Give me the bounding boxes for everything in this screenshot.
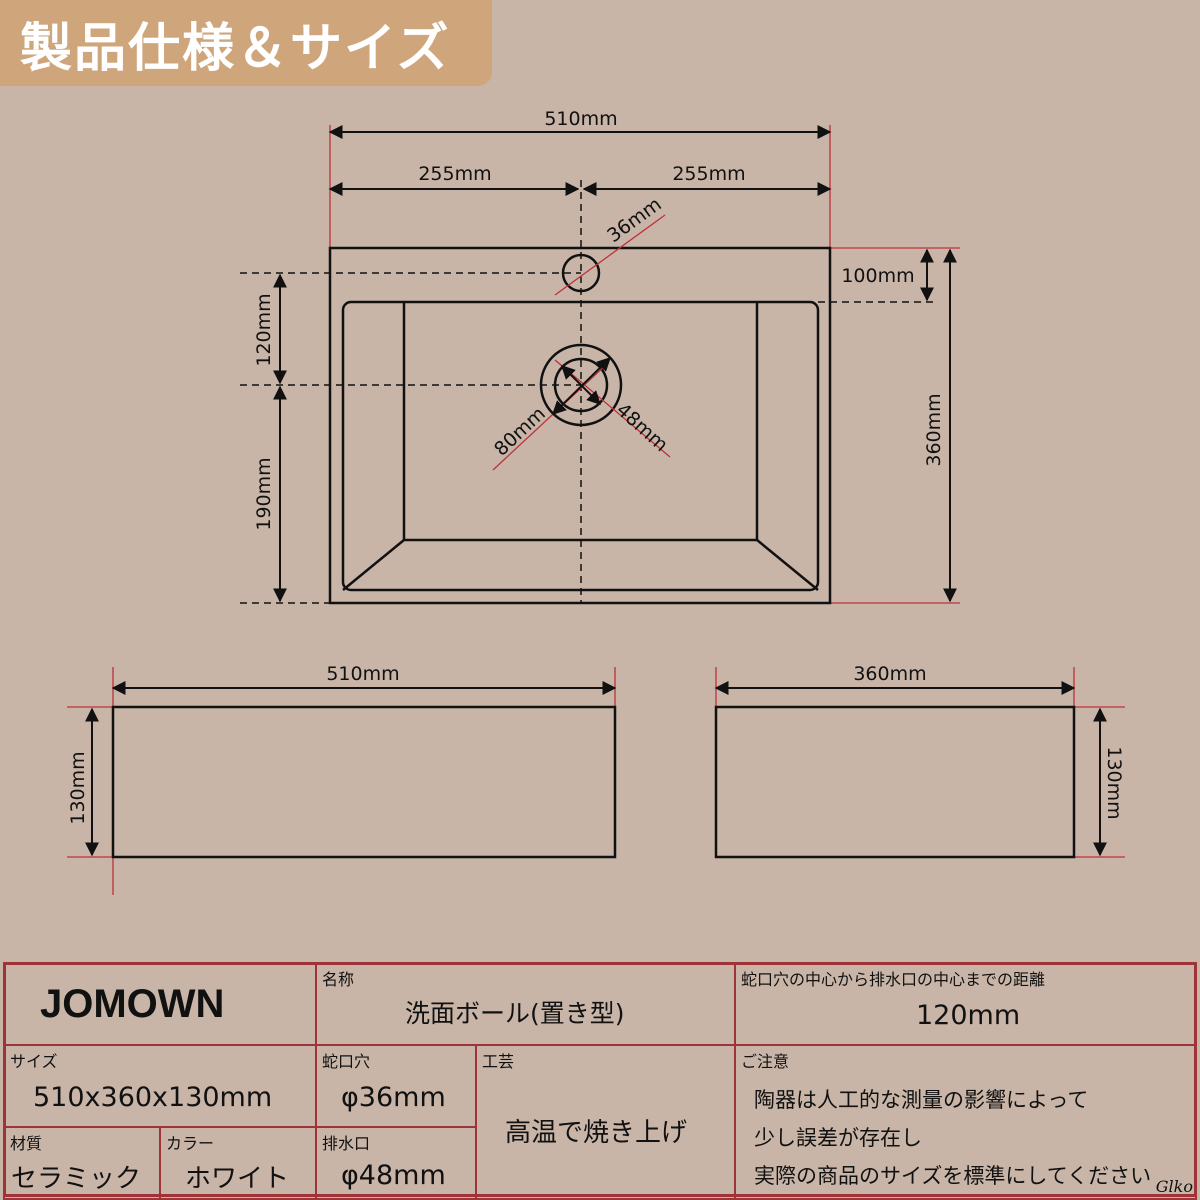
notice-cell: ご注意 陶器は人工的な測量の影響によって 少し誤差が存在し 実際の商品のサイズを… xyxy=(734,1044,1197,1200)
craft-cell: 工芸 高温で焼き上げ xyxy=(475,1044,736,1200)
color-label: カラー xyxy=(166,1134,215,1153)
distance-value: 120mm xyxy=(916,1000,1021,1031)
dim-drain-inner: 48mm xyxy=(612,399,672,456)
dim-depth: 360mm xyxy=(923,393,945,466)
signature: Glko xyxy=(1155,1177,1193,1196)
dim-faucet-hole: 36mm xyxy=(603,193,665,247)
dim-drain-outer: 80mm xyxy=(490,403,550,461)
dim-front-width: 510mm xyxy=(326,663,399,685)
dim-front-height: 130mm xyxy=(67,751,89,824)
notice-label: ご注意 xyxy=(741,1052,790,1071)
side-view: 360mm 130mm xyxy=(714,663,1125,859)
distance-cell: 蛇口穴の中心から排水口の中心までの距離 120mm xyxy=(734,962,1197,1046)
dim-side-width: 360mm xyxy=(853,663,926,685)
title-banner: 製品仕様＆サイズ xyxy=(0,0,492,86)
basin-outline xyxy=(328,246,832,605)
faucet-label: 蛇口穴 xyxy=(322,1052,371,1071)
dim-half-right: 255mm xyxy=(672,163,745,185)
faucet-hole xyxy=(561,253,601,293)
dim-half-left: 255mm xyxy=(418,163,491,185)
name-label: 名称 xyxy=(322,970,355,989)
faucet-value: φ36mm xyxy=(341,1082,446,1113)
dimension-drawing: 510mm 255mm 255mm 100mm 36mm 80mm 48mm 3… xyxy=(67,108,1125,895)
craft-label: 工芸 xyxy=(482,1052,515,1071)
dim-top-width: 510mm xyxy=(544,108,617,130)
drain-outer xyxy=(539,343,623,427)
size-cell: サイズ 510x360x130mm xyxy=(3,1044,317,1128)
brand-cell: JOMOWN xyxy=(3,962,317,1046)
material-label: 材質 xyxy=(10,1134,43,1153)
notice-line: 少し誤差が存在し xyxy=(754,1126,922,1150)
spec-table: JOMOWN 名称 洗面ボール(置き型) 蛇口穴の中心から排水口の中心までの距離… xyxy=(3,962,1197,1200)
dim-center-distance: 120mm xyxy=(253,293,275,366)
drain-label: 排水口 xyxy=(322,1134,371,1153)
material-value: セラミック xyxy=(11,1164,142,1194)
color-value: ホワイト xyxy=(185,1164,290,1194)
distance-label: 蛇口穴の中心から排水口の中心までの距離 xyxy=(741,970,1046,989)
brand: JOMOWN xyxy=(40,982,225,1026)
craft-value: 高温で焼き上げ xyxy=(505,1118,688,1148)
drain-value: φ48mm xyxy=(341,1160,446,1191)
name-cell: 名称 洗面ボール(置き型) xyxy=(315,962,736,1046)
notice-line: 実際の商品のサイズを標準にしてください xyxy=(754,1164,1152,1188)
dim-faucet-offset: 100mm xyxy=(841,265,914,287)
top-view: 510mm 255mm 255mm 100mm 36mm 80mm 48mm 3… xyxy=(240,108,960,605)
dim-drain-front: 190mm xyxy=(253,457,275,530)
size-value: 510x360x130mm xyxy=(33,1082,273,1113)
name-value: 洗面ボール(置き型) xyxy=(405,999,625,1028)
material-cell: 材質 セラミック xyxy=(3,1126,161,1200)
size-label: サイズ xyxy=(10,1052,58,1071)
faucet-cell: 蛇口穴 φ36mm xyxy=(315,1044,477,1128)
color-cell: カラー ホワイト xyxy=(159,1126,317,1200)
page-title: 製品仕様＆サイズ xyxy=(20,19,451,79)
front-view: 510mm 130mm xyxy=(67,663,617,895)
dim-side-height: 130mm xyxy=(1103,746,1125,819)
notice-line: 陶器は人工的な測量の影響によって xyxy=(754,1088,1089,1112)
drain-cell: 排水口 φ48mm xyxy=(315,1126,477,1200)
basin-bowl xyxy=(341,300,820,592)
